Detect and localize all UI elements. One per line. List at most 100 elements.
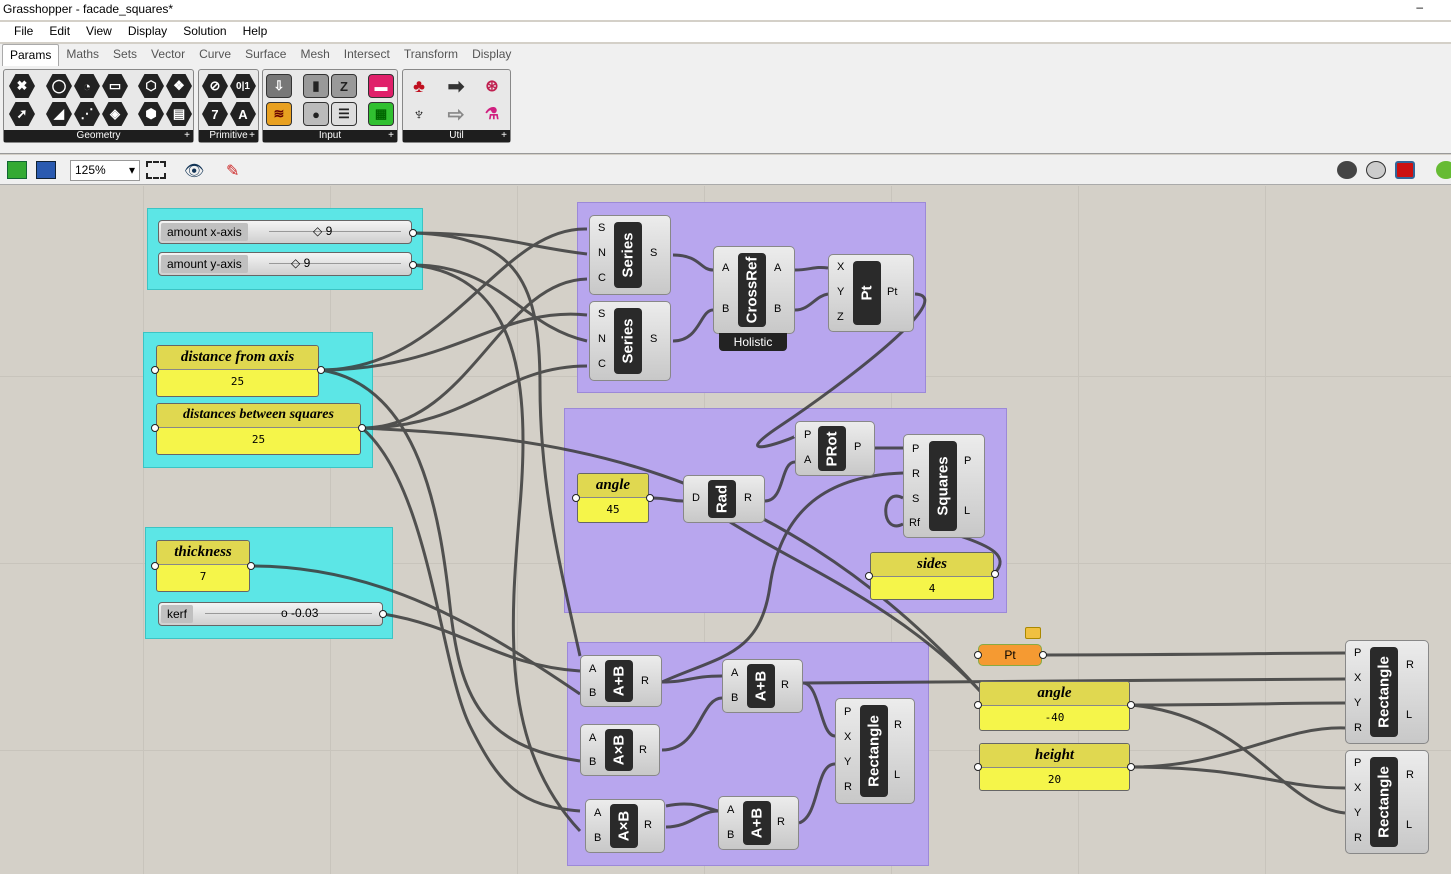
output-grip[interactable] [247,562,255,570]
input-z[interactable]: Z [837,311,844,323]
panel-distances-between-squares[interactable]: distances between squares 25 [156,403,361,455]
input-grip[interactable] [572,494,580,502]
panel-thickness[interactable]: thickness 7 [156,540,250,592]
graph-mapper-icon[interactable]: ≋ [266,102,292,126]
text-param-icon[interactable]: A [230,102,256,126]
output-p[interactable]: P [854,441,862,453]
tab-curve[interactable]: Curve [199,47,232,61]
slider-amount-y[interactable]: amount y-axis ◇ 9 [158,252,412,276]
input-grip[interactable] [151,562,159,570]
component-crossref[interactable]: A B CrossRef A B [713,246,795,334]
input-n[interactable]: N [598,333,606,345]
output-grip[interactable] [317,366,325,374]
slider-knob[interactable]: ◇ 9 [313,224,333,238]
input-grip[interactable] [151,424,159,432]
panel-angle[interactable]: angle 45 [577,473,649,523]
output-p[interactable]: P [964,455,972,467]
input-p[interactable]: P [912,443,920,455]
output-r[interactable]: R [744,492,752,504]
output-grip[interactable] [991,570,999,578]
output-grip[interactable] [1039,651,1047,659]
boolean-param-icon[interactable]: ⊘ [202,74,228,98]
component-series-2[interactable]: S N C Series S [589,301,671,381]
input-s[interactable]: S [912,493,920,505]
output-grip[interactable] [409,261,417,269]
panel-sides[interactable]: sides 4 [870,552,994,600]
input-a[interactable]: A [589,732,597,744]
crossref-mode-label[interactable]: Holistic [719,333,787,351]
menu-solution[interactable]: Solution [183,24,227,38]
tab-display[interactable]: Display [472,47,512,61]
output-r[interactable]: R [894,719,902,731]
output-grip[interactable] [1127,763,1135,771]
render-preview-icon[interactable] [1436,161,1451,179]
input-r[interactable]: R [844,781,852,793]
input-b[interactable]: B [594,832,602,844]
input-a[interactable]: A [594,807,602,819]
circle-param-icon[interactable]: ◯ [46,74,72,98]
component-squares[interactable]: P R S Rf Squares P L [903,434,985,538]
import-icon[interactable]: ⇩ [266,74,292,98]
tab-vector[interactable]: Vector [151,47,186,61]
brep-param-icon[interactable]: ⬡ [138,74,164,98]
component-prot[interactable]: P A PRot P [795,421,875,476]
output-grip[interactable] [379,610,387,618]
output-r[interactable]: R [1406,769,1414,781]
field-param-icon[interactable]: ▤ [166,102,192,126]
cherry-picker-icon[interactable]: ♣ [413,75,425,96]
shaded-preview-icon[interactable] [1395,161,1415,179]
panel-height[interactable]: height 20 [979,743,1130,791]
input-y[interactable]: Y [844,756,852,768]
output-b[interactable]: B [774,303,782,315]
menu-view[interactable]: View [86,24,112,38]
tree-icon[interactable]: ♆ [412,103,426,124]
output-r[interactable]: R [781,679,789,691]
integer-param-icon[interactable]: 7 [202,102,228,126]
toggle-icon[interactable]: ▮ [303,74,329,98]
input-b[interactable]: B [589,687,597,699]
geometry-param-icon[interactable]: ✖ [9,74,35,98]
output-l[interactable]: L [894,769,901,781]
tab-params[interactable]: Params [2,44,60,66]
input-a[interactable]: A [804,454,812,466]
input-b[interactable]: B [589,756,597,768]
input-r[interactable]: R [1354,832,1362,844]
input-c[interactable]: C [598,358,606,370]
switch-icon[interactable]: Z [331,74,357,98]
input-x[interactable]: X [1354,782,1362,794]
input-grip[interactable] [151,366,159,374]
panel-angle-2[interactable]: angle -40 [979,681,1130,731]
warning-balloon-icon[interactable] [1025,627,1041,639]
component-series-1[interactable]: S N C Series S [589,215,671,295]
component-multiplication-1[interactable]: A B A×B R [580,724,660,776]
box-param-icon[interactable]: ▭ [102,74,128,98]
menu-edit[interactable]: Edit [49,24,71,38]
grasshopper-canvas[interactable]: amount x-axis ◇ 9 amount y-axis ◇ 9 kerf… [0,186,1451,874]
input-a[interactable]: A [731,667,739,679]
component-radians[interactable]: D Rad R [683,475,765,523]
binary-param-icon[interactable]: 0|1 [230,74,256,98]
input-a[interactable]: A [589,663,597,675]
output-r[interactable]: R [644,819,652,831]
output-r[interactable]: R [641,675,649,687]
menu-help[interactable]: Help [242,24,268,38]
input-x[interactable]: X [844,731,852,743]
point-param[interactable]: Pt [978,644,1042,666]
input-p[interactable]: P [1354,647,1362,659]
save-file-icon[interactable] [36,161,56,179]
point-param-icon[interactable]: ⋰ [74,102,100,126]
input-x[interactable]: X [1354,672,1362,684]
input-s[interactable]: S [598,308,606,320]
input-rf[interactable]: Rf [909,517,920,529]
tab-surface[interactable]: Surface [245,47,287,61]
output-r[interactable]: R [777,816,785,828]
slider-knob[interactable]: o -0.03 [281,606,319,620]
swatch-icon[interactable]: ▦ [368,102,394,126]
input-s[interactable]: S [598,222,606,234]
zoom-select[interactable]: 125%▾ [70,160,140,181]
preview-eye-icon[interactable]: 👁 [184,163,205,180]
component-construct-point[interactable]: X Y Z Pt Pt [828,254,914,332]
output-r[interactable]: R [639,744,647,756]
value-list-icon[interactable]: ☰ [331,102,357,126]
component-addition-1[interactable]: A B A+B R [580,655,662,707]
